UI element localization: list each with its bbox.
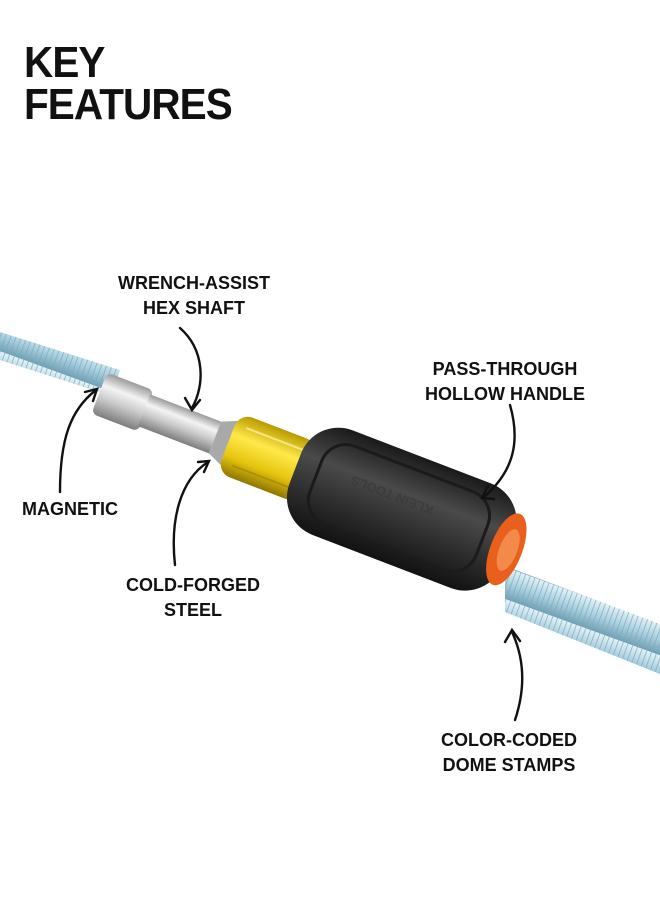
callout-arrow-magnetic: [58, 388, 98, 494]
title-line-1: KEY: [24, 38, 105, 87]
page-title: KEY FEATURES: [24, 38, 233, 129]
arrow-head: [183, 396, 202, 413]
screwdriver-body: KLEIN TOOLS: [93, 374, 527, 591]
callout-line: COLD-FORGED: [126, 575, 260, 595]
arrow-head: [503, 627, 522, 644]
callout-line: COLOR-CODED: [441, 730, 577, 750]
callout-arrow-pass-through: [482, 403, 516, 499]
arrow-head: [83, 387, 99, 403]
callout-color-coded-dome-stamps: COLOR-CODED DOME STAMPS: [434, 728, 584, 778]
threaded-rod-left: [0, 332, 120, 396]
callout-line: WRENCH-ASSIST: [118, 273, 270, 293]
callout-arrow-cold-forged: [172, 460, 210, 567]
hex-shaft: [93, 374, 239, 466]
callout-arrow-wrench: [178, 326, 202, 410]
arrow-head: [480, 484, 496, 501]
dome-stamp: [486, 513, 527, 586]
callout-line: HOLLOW HANDLE: [425, 384, 585, 404]
callout-line: MAGNETIC: [22, 499, 118, 519]
callout-magnetic: MAGNETIC: [22, 497, 132, 522]
callout-arrow-color-coded: [510, 630, 524, 722]
title-line-2: FEATURES: [24, 80, 233, 129]
callout-line: DOME STAMPS: [442, 755, 576, 775]
callout-wrench-assist-hex-shaft: WRENCH-ASSIST HEX SHAFT: [114, 271, 274, 321]
callout-line: HEX SHAFT: [142, 298, 245, 318]
arrow-head: [196, 459, 211, 474]
callout-line: STEEL: [163, 600, 222, 620]
callout-cold-forged-steel: COLD-FORGED STEEL: [118, 573, 268, 623]
black-handle: KLEIN TOOLS: [286, 427, 517, 591]
threaded-rod-right: [505, 566, 660, 674]
callout-pass-through-hollow-handle: PASS-THROUGH HOLLOW HANDLE: [420, 357, 590, 407]
callout-line: PASS-THROUGH: [432, 359, 578, 379]
